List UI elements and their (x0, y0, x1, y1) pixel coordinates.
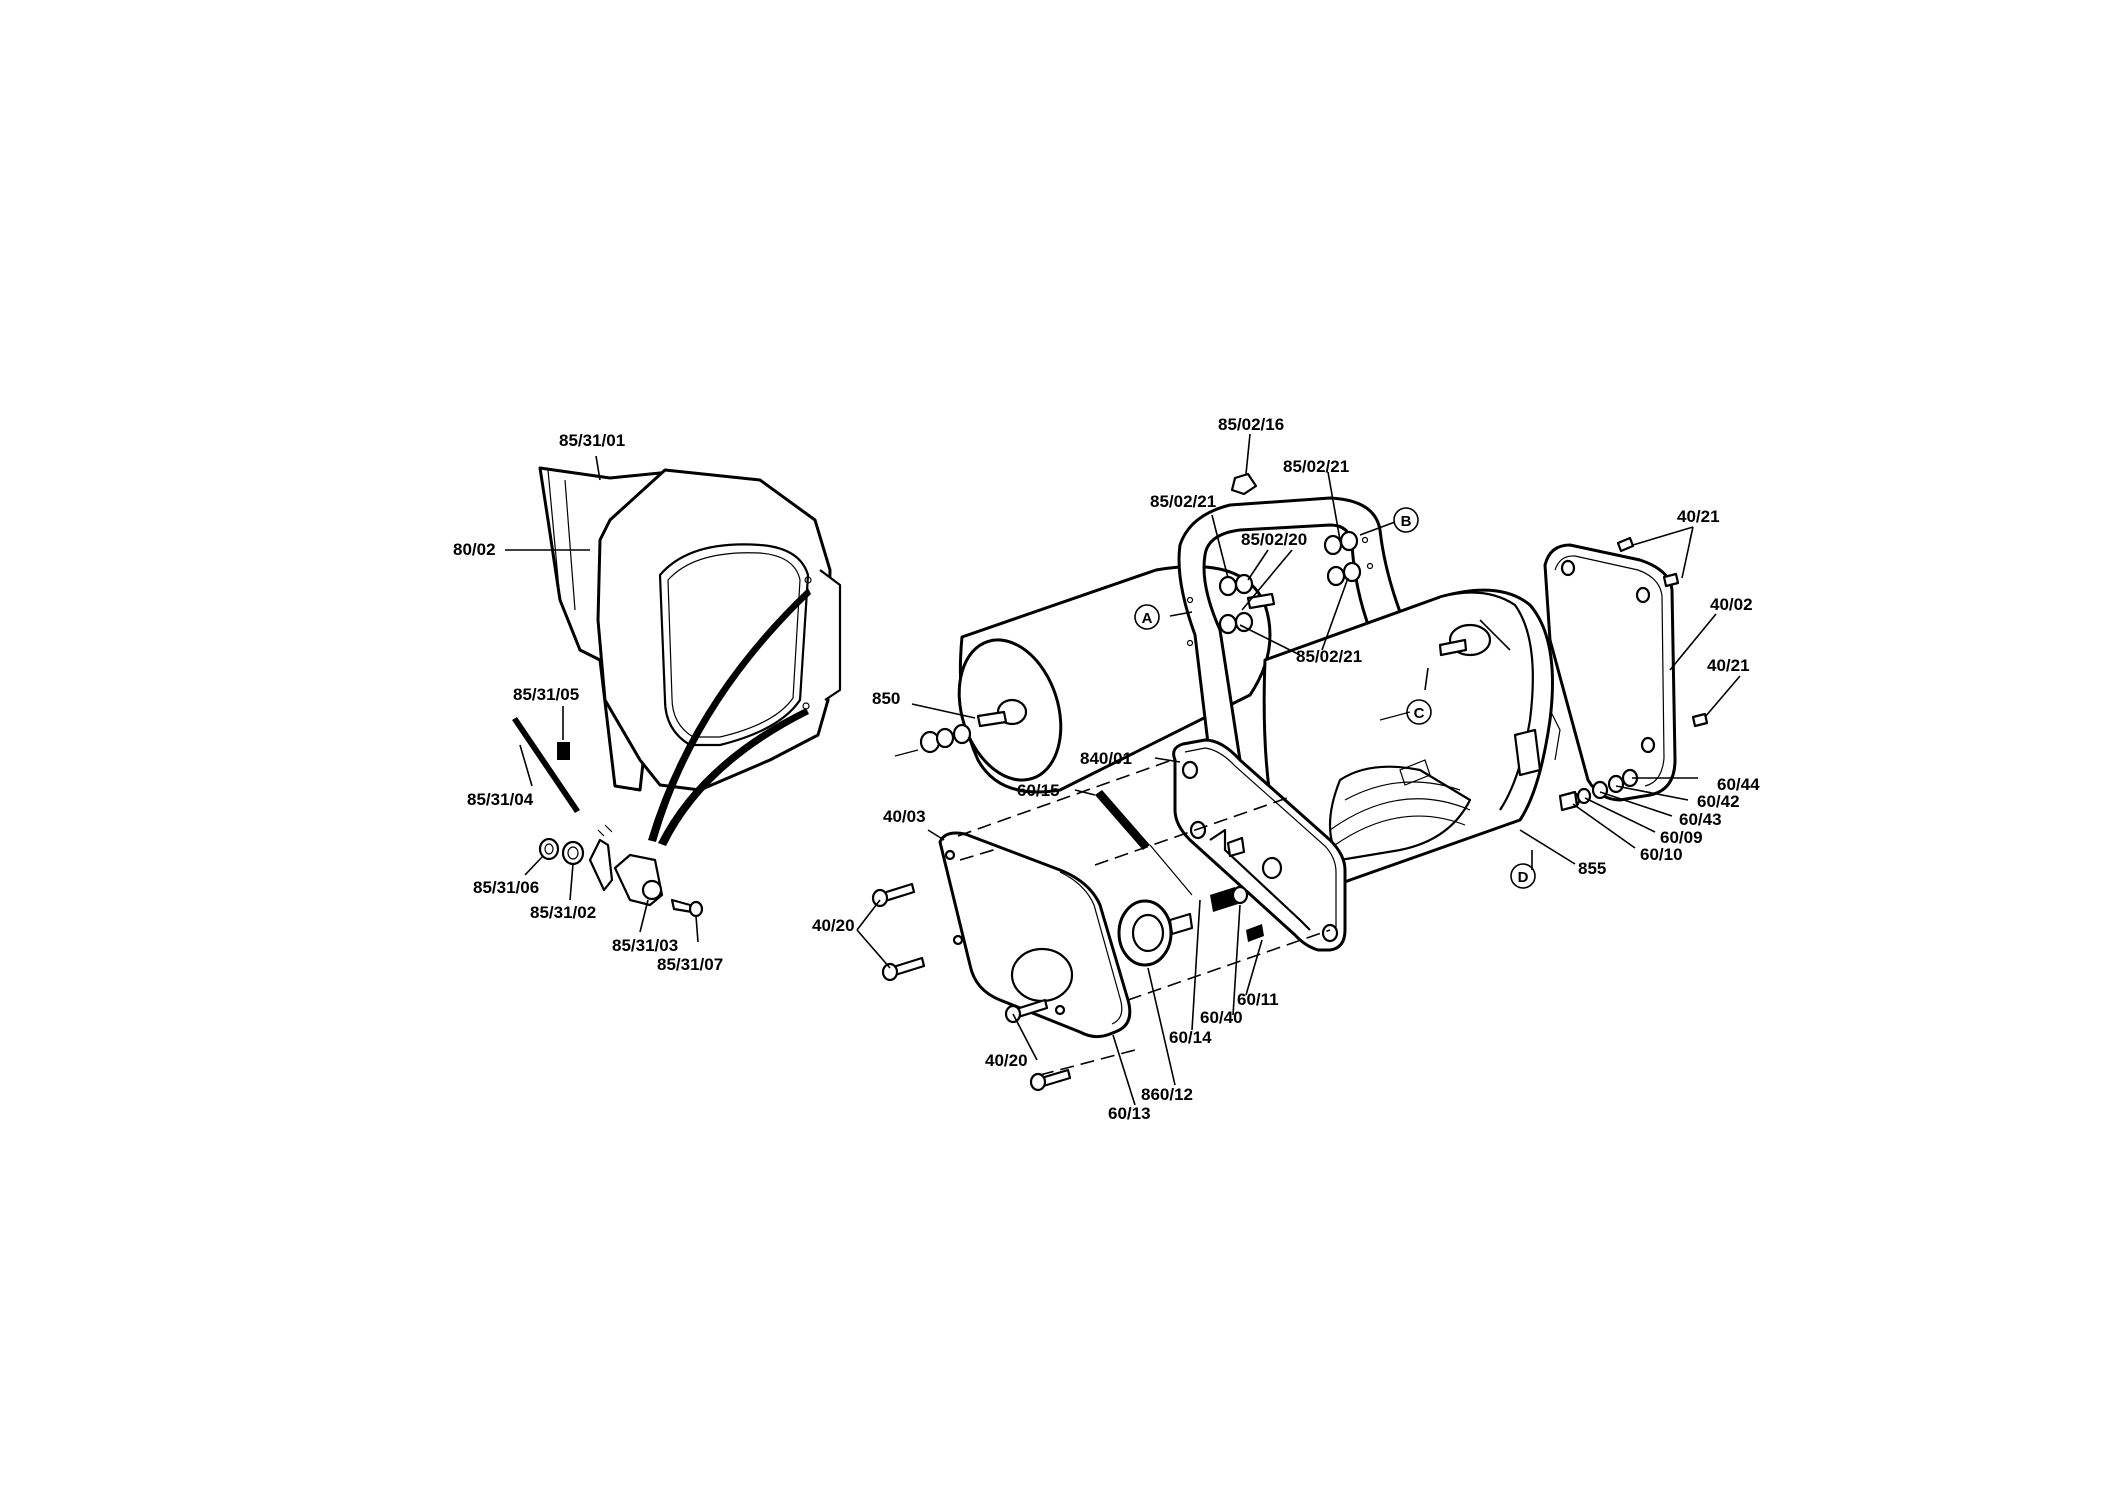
cutting-cylinder (1262, 588, 1561, 889)
callout-85-02-21-bottom: 85/02/21 (1296, 647, 1362, 666)
callout-40-21-top: 40/21 (1677, 507, 1720, 526)
marker-a-circle (1134, 604, 1160, 630)
side-cover-40-02 (1543, 536, 1709, 802)
callout-85-02-21-top: 85/02/21 (1283, 457, 1349, 476)
callout-40-21-bottom: 40/21 (1707, 656, 1750, 675)
callout-850: 850 (872, 689, 900, 708)
callout-60-09: 60/09 (1660, 828, 1703, 847)
callout-60-11: 60/11 (1237, 990, 1279, 1009)
callout-60-40: 60/40 (1200, 1008, 1243, 1027)
callout-85-02-21-left: 85/02/21 (1150, 492, 1216, 511)
callout-60-14: 60/14 (1169, 1028, 1212, 1047)
marker-c: C (1414, 705, 1425, 722)
callout-85-31-03: 85/31/03 (612, 936, 678, 955)
callout-80-02: 80/02 (453, 540, 496, 559)
callout-855: 855 (1578, 859, 1606, 878)
callout-85-31-01: 85/31/01 (559, 431, 625, 450)
marker-c-circle (1406, 699, 1432, 725)
callout-40-02: 40/02 (1710, 595, 1753, 614)
marker-b: B (1401, 513, 1412, 530)
callout-60-42: 60/42 (1697, 792, 1740, 811)
callout-860-12: 860/12 (1141, 1085, 1193, 1104)
nuts-washers-85-02 (1218, 472, 1362, 635)
callout-840-01: 840/01 (1080, 749, 1132, 768)
springs-bearing (1095, 790, 1264, 967)
marker-a: A (1142, 610, 1153, 627)
callout-85-31-05: 85/31/05 (513, 685, 579, 704)
part-callouts: 85/31/01 80/02 85/31/05 85/31/04 85/31/0… (453, 415, 1760, 1123)
callout-60-10: 60/10 (1640, 845, 1683, 864)
callout-85-31-02: 85/31/02 (530, 903, 596, 922)
callout-40-20-bottom: 40/20 (985, 1051, 1028, 1070)
adjuster-parts-60 (1558, 768, 1639, 812)
leader-lines (505, 433, 1741, 1106)
marker-d-circle (1510, 863, 1536, 889)
callout-85-31-04: 85/31/04 (467, 790, 534, 809)
callout-40-03: 40/03 (883, 807, 926, 826)
callout-60-15: 60/15 (1017, 781, 1060, 800)
callout-85-02-16: 85/02/16 (1218, 415, 1284, 434)
callout-85-31-06: 85/31/06 (473, 878, 539, 897)
screws-40-20 (871, 882, 1072, 1092)
callout-40-20-left: 40/20 (812, 916, 855, 935)
alignment-lines (957, 759, 1331, 1076)
callout-60-44: 60/44 (1717, 775, 1760, 794)
side-plate-840-01 (1172, 738, 1347, 952)
grass-box (538, 466, 842, 846)
callout-60-43: 60/43 (1679, 810, 1722, 829)
marker-d: D (1518, 869, 1529, 886)
end-cover-40-03 (938, 831, 1132, 1039)
callout-85-31-07: 85/31/07 (657, 955, 723, 974)
callout-85-02-20: 85/02/20 (1241, 530, 1307, 549)
reference-markers: A B C D (1134, 507, 1536, 889)
callout-60-13: 60/13 (1108, 1104, 1151, 1123)
marker-b-circle (1393, 507, 1419, 533)
